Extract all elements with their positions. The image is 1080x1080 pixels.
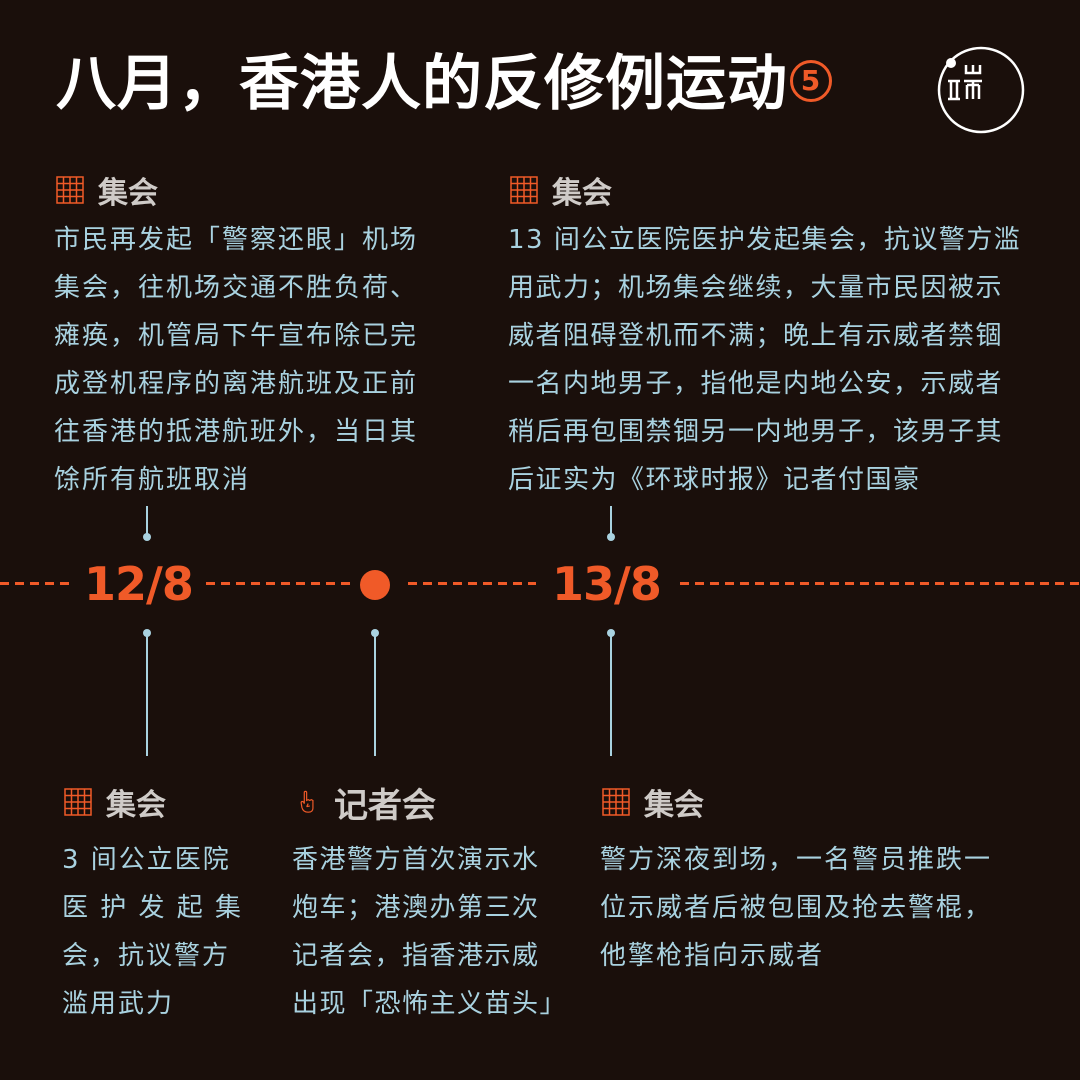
text-line: 往香港的抵港航班外，当日其 — [54, 417, 419, 447]
text-line: 3 间公立医院 — [62, 845, 231, 875]
connector-line — [146, 634, 148, 756]
event-category: 记者会 — [334, 785, 436, 826]
timeline-dashed-line — [206, 582, 350, 585]
text-line: 威者阻碍登机而不满；晚上有示威者禁锢 — [508, 321, 1004, 351]
event-description: 警方深夜到场，一名警员推跌一 位示威者后被包围及抢去警棍， 他擎枪指向示威者 — [600, 836, 992, 980]
event-heading: 记者会 — [298, 782, 436, 826]
pointing-hand-icon — [300, 790, 314, 813]
theinitium-logo-icon — [937, 46, 1025, 134]
timeline-dashed-line — [408, 582, 536, 585]
timeline-dashed-line — [0, 582, 72, 585]
event-category: 集会 — [552, 176, 612, 211]
date-label: 12/8 — [84, 557, 194, 611]
connector-dot — [607, 629, 615, 637]
event-category: 集会 — [106, 788, 166, 823]
title-text: 八月，香港人的反修例运动 — [56, 49, 788, 119]
connector-line — [374, 634, 376, 756]
text-line: 炮车；港澳办第三次 — [292, 893, 540, 923]
text-line: 成登机程序的离港航班及正前 — [54, 369, 419, 399]
event-heading: 集会 — [510, 170, 612, 211]
text-line: 警方深夜到场，一名警员推跌一 — [600, 845, 993, 875]
text-line: 香港警方首次演示水 — [292, 845, 540, 875]
grid-icon — [602, 788, 630, 816]
text-line: 后证实为《环球时报》记者付国豪 — [508, 465, 921, 495]
text-line: 记者会，指香港示威 — [292, 941, 540, 971]
timeline-dashed-line — [680, 582, 1080, 585]
grid-icon — [56, 176, 84, 204]
connector-dot — [143, 533, 151, 541]
grid-icon — [510, 176, 538, 204]
event-category: 集会 — [98, 176, 158, 211]
text-line: 一名内地男子，指他是内地公安，示威者 — [508, 369, 1004, 399]
event-description: 3 间公立医院 医 护 发 起 集 会，抗议警方 滥用武力 — [62, 836, 243, 1028]
text-line: 位示威者后被包围及抢去警棍， — [600, 893, 993, 923]
connector-dot — [371, 629, 379, 637]
text-line: 瘫痪，机管局下午宣布除已完 — [54, 321, 419, 351]
event-heading: 集会 — [56, 170, 158, 211]
text-line: 出现「恐怖主义苗头」 — [292, 989, 568, 1019]
connector-line — [610, 634, 612, 756]
event-heading: 集会 — [64, 782, 166, 823]
date-label: 13/8 — [552, 557, 662, 611]
connector-dot — [143, 629, 151, 637]
timeline-marker-dot — [360, 570, 390, 600]
event-description: 香港警方首次演示水 炮车；港澳办第三次 记者会，指香港示威 出现「恐怖主义苗头」 — [292, 836, 567, 1028]
connector-line — [146, 506, 148, 536]
text-line: 滥用武力 — [62, 989, 175, 1019]
grid-icon — [64, 788, 92, 816]
event-category: 集会 — [644, 788, 704, 823]
text-line: 稍后再包围禁锢另一内地男子，该男子其 — [508, 417, 1004, 447]
connector-dot — [607, 533, 615, 541]
text-line: 用武力；机场集会继续，大量市民因被示 — [508, 273, 1004, 303]
text-line: 集会，往机场交通不胜负荷、 — [54, 273, 419, 303]
event-description: 13 间公立医院医护发起集会，抗议警方滥 用武力；机场集会继续，大量市民因被示 … — [508, 216, 1021, 504]
text-line: 馀所有航班取消 — [54, 465, 251, 495]
text-line: 医 护 发 起 集 — [62, 893, 244, 923]
connector-line — [610, 506, 612, 536]
part-number-badge: 5 — [790, 60, 832, 103]
text-line: 13 间公立医院医护发起集会，抗议警方滥 — [508, 225, 1022, 255]
text-line: 市民再发起「警察还眼」机场 — [54, 225, 419, 255]
text-line: 会，抗议警方 — [62, 941, 231, 971]
event-heading: 集会 — [602, 782, 704, 823]
text-line: 他擎枪指向示威者 — [600, 941, 825, 971]
event-description: 市民再发起「警察还眼」机场 集会，往机场交通不胜负荷、 瘫痪，机管局下午宣布除已… — [54, 216, 418, 504]
